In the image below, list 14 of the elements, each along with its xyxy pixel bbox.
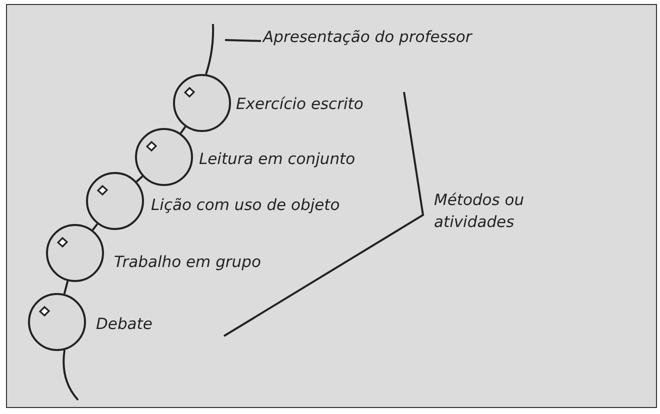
string-line	[63, 280, 69, 294]
string-line	[92, 223, 98, 231]
bead-label: Leitura em conjunto	[199, 150, 356, 169]
leader-line	[224, 39, 262, 42]
string-line	[62, 350, 79, 401]
bead-label: Debate	[96, 315, 152, 334]
string-line	[180, 126, 186, 134]
bead-label: Exercício escrito	[236, 95, 364, 114]
caption-text: Apresentação do professor	[263, 28, 472, 47]
group-label: Métodos ou atividades	[434, 190, 526, 233]
bead-label: Trabalho em grupo	[114, 253, 261, 272]
string-line	[136, 176, 144, 182]
bead-label: Lição com uso de objeto	[151, 196, 340, 215]
string-line	[205, 24, 214, 75]
